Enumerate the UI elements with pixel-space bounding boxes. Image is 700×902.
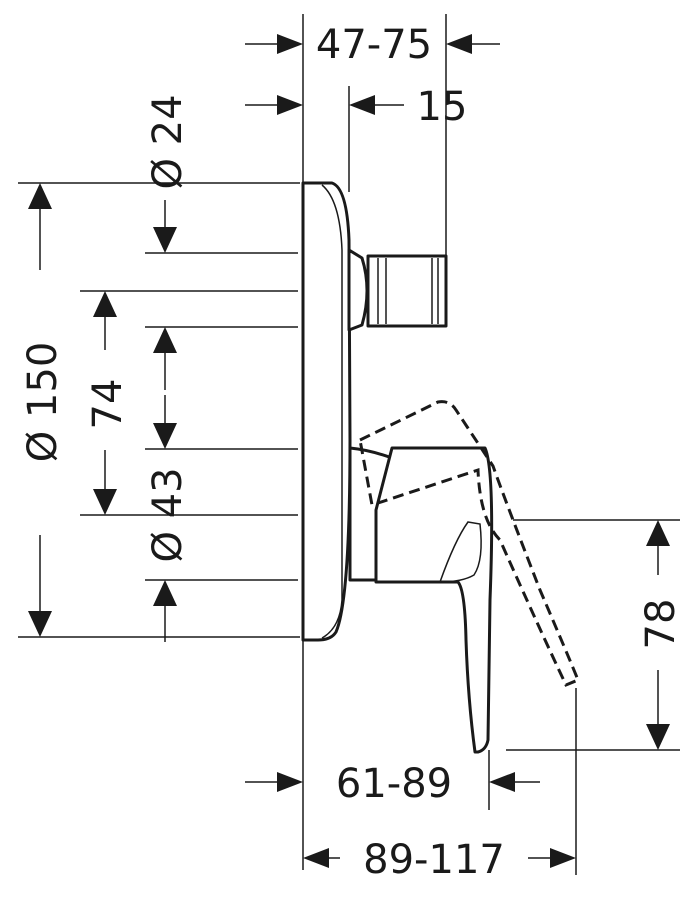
lever-drop-label: 78 xyxy=(638,599,684,650)
depth-range-label: 47-75 xyxy=(316,22,432,68)
lever-hub-diameter-label: Ø 43 xyxy=(145,467,191,562)
centers-label: 74 xyxy=(85,379,131,430)
cartridge-diameter-label: Ø 24 xyxy=(145,94,191,189)
spout-range-label: 61-89 xyxy=(336,761,452,807)
overall-range-label: 89-117 xyxy=(363,837,505,883)
diverter-cartridge xyxy=(349,250,446,330)
cartridge-depth-label: 15 xyxy=(417,84,468,130)
wall-plate xyxy=(303,183,350,640)
plate-diameter-label: Ø 150 xyxy=(20,342,66,463)
